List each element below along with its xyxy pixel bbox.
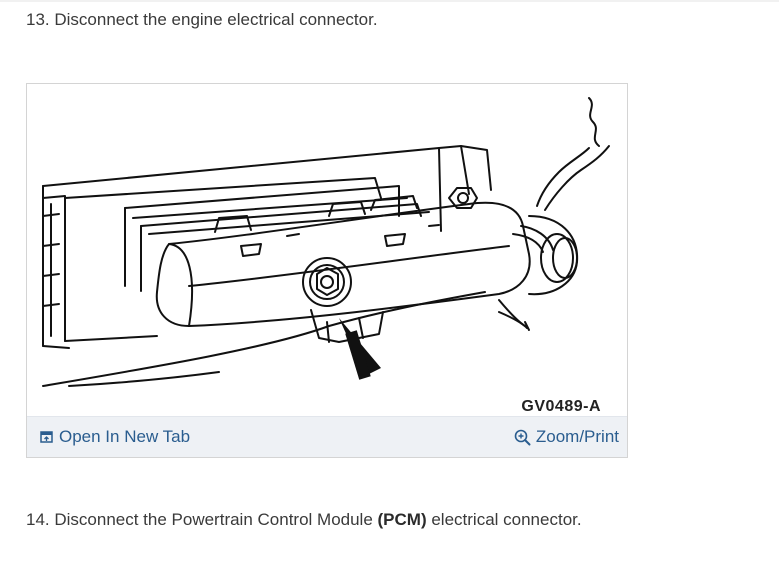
step-14-prefix: 14. Disconnect the Powertrain Control Mo… — [26, 510, 378, 529]
zoom-print-label: Zoom/Print — [535, 427, 619, 446]
zoom-in-icon — [514, 429, 531, 445]
step-14-text: 14. Disconnect the Powertrain Control Mo… — [26, 510, 582, 530]
figure-footer: Open In New Tab Zoom/Print — [27, 416, 627, 457]
top-divider — [0, 0, 779, 2]
figure-card: GV0489-A Open In New Tab Zoom/Print — [26, 83, 628, 458]
open-in-new-tab-link[interactable]: Open In New Tab — [40, 427, 190, 447]
zoom-print-link[interactable]: Zoom/Print — [514, 427, 619, 447]
figure-code-label: GV0489-A — [521, 398, 601, 415]
open-new-tab-icon — [40, 431, 53, 443]
step-13-body: 13. Disconnect the engine electrical con… — [26, 10, 378, 29]
open-in-new-tab-label: Open In New Tab — [59, 427, 191, 446]
step-13-text: 13. Disconnect the engine electrical con… — [26, 10, 378, 30]
step-14-bold: (PCM) — [377, 510, 427, 529]
connector-illustration — [42, 97, 610, 387]
step-14-suffix: electrical connector. — [426, 510, 582, 529]
